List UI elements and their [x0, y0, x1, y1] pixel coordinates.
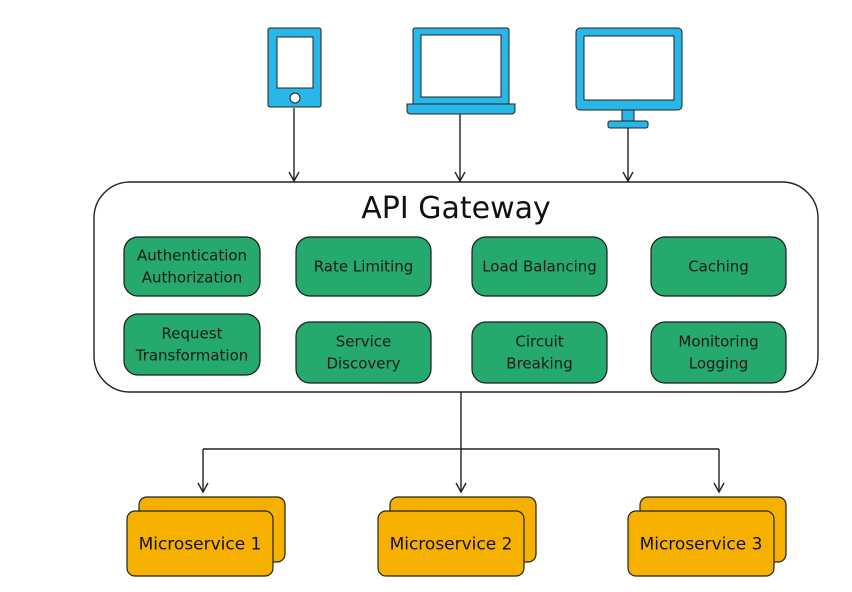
feature-box: Caching: [650, 236, 787, 297]
mobile-phone-icon: [267, 27, 322, 108]
feature-label: Request: [162, 325, 223, 343]
feature-label: Discovery: [326, 355, 400, 373]
feature-label: Rate Limiting: [314, 258, 414, 276]
microservice-card: Microservice 2: [377, 496, 537, 577]
desktop-monitor-icon: [575, 27, 683, 129]
api-gateway-container: [93, 181, 819, 393]
feature-box: Load Balancing: [471, 236, 608, 297]
feature-label: Authorization: [142, 269, 242, 287]
microservice-label: Microservice 1: [139, 535, 262, 555]
feature-label: Transformation: [135, 347, 249, 365]
api-gateway-title: API Gateway: [361, 191, 551, 226]
laptop-icon: [406, 27, 516, 115]
feature-label: Breaking: [506, 355, 572, 373]
feature-label: Authentication: [137, 247, 247, 265]
feature-box: Rate Limiting: [295, 236, 432, 297]
microservice-label: Microservice 3: [640, 535, 763, 555]
microservice-card: Microservice 1: [126, 496, 286, 577]
feature-label: Service: [336, 333, 391, 351]
feature-label: Circuit: [515, 333, 563, 351]
feature-label: Load Balancing: [482, 258, 597, 276]
microservice-label: Microservice 2: [390, 535, 513, 555]
microservice-front-card: [627, 510, 775, 577]
microservice-front-card: [126, 510, 274, 577]
microservice-card: Microservice 3: [627, 496, 787, 577]
microservices: Microservice 1 Microservice 2 Microservice…: [126, 496, 787, 577]
feature-label: Caching: [688, 258, 749, 276]
microservice-front-card: [377, 510, 525, 577]
gateway-to-microservices-connectors: [197, 392, 725, 494]
feature-label: Logging: [689, 355, 749, 373]
feature-label: Monitoring: [678, 333, 758, 351]
